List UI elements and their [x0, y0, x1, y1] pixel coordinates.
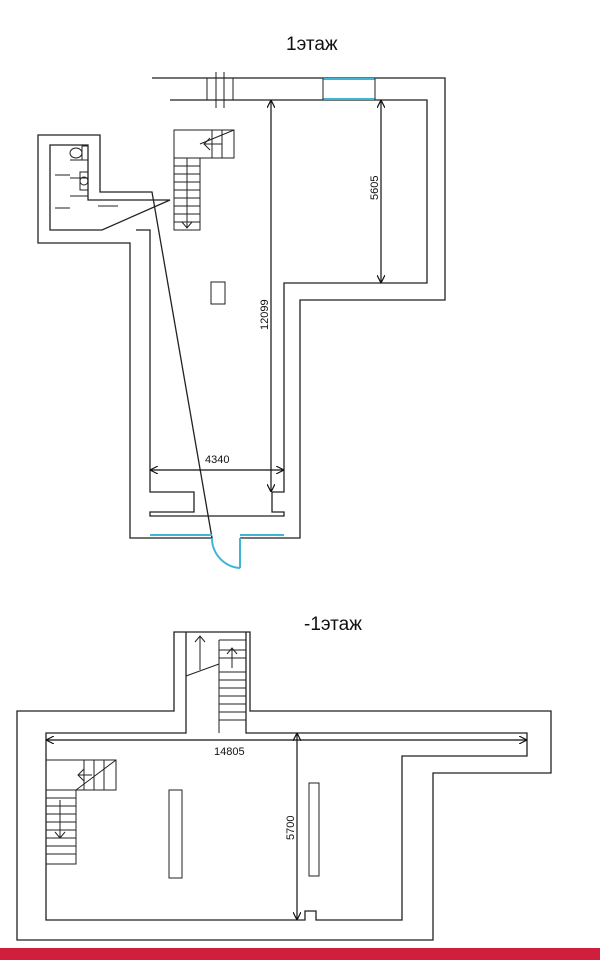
floor-minus-1-inner-wall	[45, 632, 528, 921]
bottom-brand-bar	[0, 948, 600, 960]
entrance-door	[210, 537, 241, 569]
bathroom-door-gap	[98, 199, 118, 207]
dimension-14805: 14805	[214, 746, 245, 758]
floor-minus-1-title: -1этаж	[304, 614, 362, 635]
dimension-12099: 12099	[259, 299, 271, 330]
ventilation-shaft	[206, 72, 234, 108]
column	[210, 281, 226, 305]
sink-icon	[79, 171, 89, 191]
floor-minus-1-stair-left	[45, 759, 117, 865]
dimension-4340: 4340	[205, 454, 229, 466]
bathroom-partition	[70, 159, 88, 197]
window-top	[322, 78, 376, 100]
dimension-5605: 5605	[369, 176, 381, 200]
basement-column-right	[308, 782, 320, 877]
floor-minus-1-outer-wall	[16, 631, 552, 941]
floor-1-title: 1этаж	[286, 34, 338, 55]
dimension-5700: 5700	[285, 816, 297, 840]
bathroom-arrows	[55, 174, 70, 209]
floor-1-outer-wall	[37, 77, 446, 539]
floor-1-staircase	[173, 129, 235, 231]
floor-minus-1-plan: -1этаж 14805 5700	[16, 614, 552, 941]
floor-1-plan: 1этаж	[37, 34, 446, 569]
floor-minus-1-stair-top	[185, 635, 246, 733]
basement-column-left	[168, 789, 183, 879]
floor-1-inner-wall	[49, 99, 428, 517]
toilet-icon	[69, 145, 89, 161]
